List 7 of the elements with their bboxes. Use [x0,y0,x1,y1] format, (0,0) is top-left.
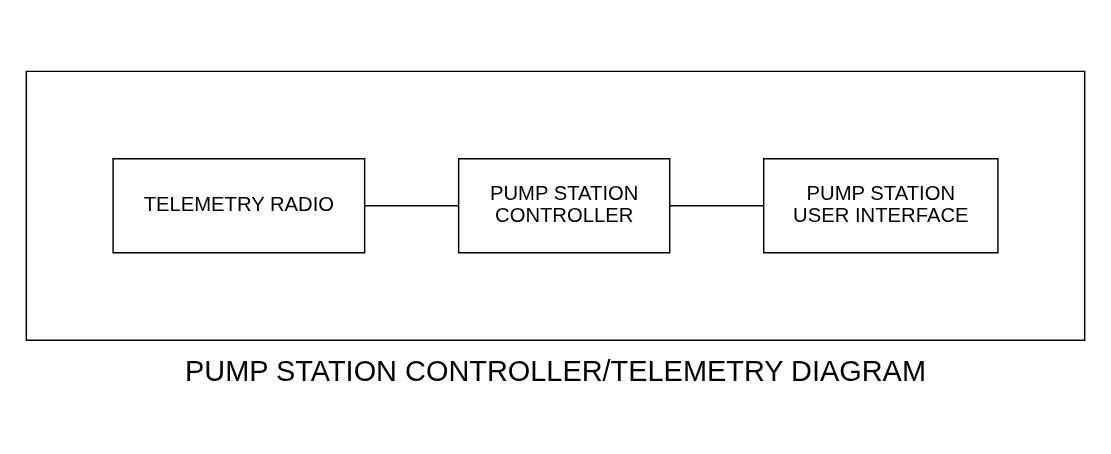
node-box: PUMP STATION CONTROLLER [457,157,671,254]
connector [364,204,459,207]
node-box: PUMP STATION USER INTERFACE [762,157,999,254]
diagram-title: PUMP STATION CONTROLLER/TELEMETRY DIAGRAM [185,354,926,387]
cluster [25,70,1086,341]
node-box: TELEMETRY RADIO [112,157,366,254]
connector [669,204,765,207]
